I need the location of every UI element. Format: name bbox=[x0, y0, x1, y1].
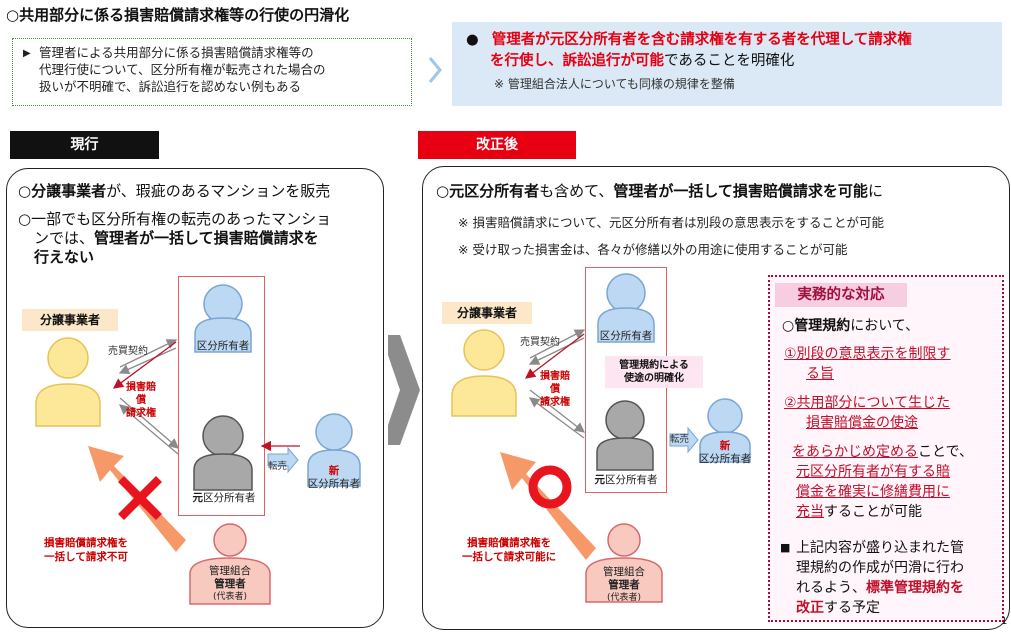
revised-former-owner-label: 元区分所有者 bbox=[594, 474, 658, 486]
new-owner-person-icon bbox=[307, 413, 361, 487]
revised-diagram-graphics bbox=[451, 273, 751, 603]
owner-person-icon bbox=[194, 284, 252, 353]
revised-owner-label: 区分所有者 bbox=[599, 330, 653, 342]
cross-icon bbox=[118, 476, 162, 520]
problem-box: ▶ 管理者による共用部分に係る損害賠償請求権等の 代理行使について、区分所有権が… bbox=[12, 38, 412, 106]
practical-title: 実務的な対応 bbox=[775, 283, 907, 307]
revised-ok-label: 損害賠償請求権を 一括して請求可能に bbox=[462, 537, 557, 563]
revised-note-1: ※ 損害賠償請求について、元区分所有者は別段の意思表示をすることが可能 bbox=[458, 215, 884, 230]
current-header: 現行 bbox=[10, 131, 159, 159]
problem-line-2: 代理行使について、区分所有権が転売された場合の bbox=[39, 62, 326, 77]
current-line-2: ○一部でも区分所有権の転売のあったマンショ bbox=[18, 210, 332, 228]
current-line-1: ○分譲事業者が、瑕疵のあるマンションを販売 bbox=[18, 182, 331, 200]
practical-bullet-line-3: れるよう、標準管理規約を bbox=[796, 580, 964, 596]
problem-line-3: 扱いが不明確で、訴訟追行を認めない例もある bbox=[39, 79, 302, 94]
revised-developer-tag: 分譲事業者 bbox=[442, 302, 532, 324]
revised-note-2: ※ 受け取った損害金は、各々が修繕以外の用途に使用することが可能 bbox=[458, 242, 848, 257]
practical-bullet-line-2: 理規約の作成が円滑に行わ bbox=[796, 560, 964, 576]
practical-bullet-line-4: 改正する予定 bbox=[796, 600, 880, 616]
practical-point-2-line-3: 償金を確実に修繕費用に bbox=[796, 484, 950, 500]
current-resale-label: 転売 bbox=[268, 461, 288, 472]
current-claim-label: 損害賠 償 請求権 bbox=[126, 382, 156, 419]
revised-clarify-tag: 管理規約による 使途の明確化 bbox=[605, 356, 703, 388]
revised-manager-label: 管理組合 管理者 (代表者) bbox=[603, 566, 645, 603]
revised-header: 改正後 bbox=[418, 131, 576, 159]
circle-ok-icon bbox=[528, 465, 572, 509]
current-owner-label: 区分所有者 bbox=[196, 340, 250, 352]
current-line-3: ンでは、管理者が一括して損害賠償請求を bbox=[34, 229, 319, 247]
current-former-owner-label: 元区分所有者 bbox=[192, 492, 256, 504]
current-new-owner-label: 新 区分所有者 bbox=[307, 465, 361, 490]
current-manager-label: 管理組合 管理者 (代表者) bbox=[209, 565, 251, 602]
revised-resale-label: 転売 bbox=[670, 434, 690, 445]
solution-bullet: ● bbox=[466, 32, 479, 48]
former-owner-person-icon bbox=[193, 415, 253, 491]
revised-developer-person-icon bbox=[451, 329, 517, 417]
problem-marker: ▶ bbox=[23, 48, 31, 59]
practical-item-2-line-2: 損害賠償金の使途 bbox=[806, 415, 918, 431]
solution-line-2-rest: であることを明確化 bbox=[664, 53, 795, 69]
manager-person-icon bbox=[189, 523, 271, 605]
practical-point-2-line-1: をあらかじめ定めることで、 bbox=[792, 444, 974, 460]
practical-bullet-line-1: 上記内容が盛り込まれた管 bbox=[796, 540, 964, 556]
practical-bullet-marker: ■ bbox=[780, 541, 791, 554]
practical-item-1-line-2: る旨 bbox=[806, 366, 834, 382]
revised-former-owner-person-icon bbox=[596, 400, 654, 471]
practical-point-1: ○管理規約において、 bbox=[782, 318, 920, 334]
current-developer-tag: 分譲事業者 bbox=[22, 309, 118, 331]
page-title: ○共用部分に係る損害賠償請求権等の行使の円滑化 bbox=[6, 6, 350, 24]
current-line-4: 行えない bbox=[34, 248, 95, 266]
revised-new-owner-person-icon bbox=[699, 398, 751, 463]
revised-line-1: ○元区分所有者も含めて、管理者が一括して損害賠償請求を可能に bbox=[436, 182, 883, 200]
page-number: 1 bbox=[1001, 616, 1008, 627]
developer-person-icon bbox=[35, 337, 101, 427]
solution-line-2-red: を行使し、訴訟追行が可能 bbox=[490, 53, 664, 69]
practical-box bbox=[768, 275, 1004, 622]
current-fail-label: 損害賠償請求権を 一括して請求不可 bbox=[44, 537, 128, 563]
revised-claim-label: 損害賠 償 請求権 bbox=[540, 371, 570, 408]
practical-point-2-line-4: 充当することが可能 bbox=[796, 504, 922, 520]
practical-item-1-line-1: ①別段の意思表示を制限す bbox=[784, 346, 951, 362]
practical-item-2-line-1: ②共用部分について生じた bbox=[784, 395, 951, 411]
revised-new-owner-label: 新 区分所有者 bbox=[698, 440, 752, 465]
transition-arrow-icon bbox=[388, 335, 420, 445]
solution-note: ※ 管理組合法人についても同様の規律を整備 bbox=[494, 77, 735, 91]
solution-line-1: 管理者が元区分所有者を含む請求権を有する者を代理して請求権 bbox=[491, 32, 912, 48]
chevron-right-icon bbox=[428, 57, 442, 83]
revised-manager-person-icon bbox=[585, 523, 663, 603]
current-sales-label: 売買契約 bbox=[108, 346, 148, 357]
practical-point-2-line-2: 元区分所有者が有する賠 bbox=[796, 464, 950, 480]
revised-owner-person-icon bbox=[597, 273, 655, 343]
current-owners-frame bbox=[178, 276, 265, 516]
problem-line-1: 管理者による共用部分に係る損害賠償請求権等の bbox=[39, 45, 314, 60]
revised-sales-label: 売買契約 bbox=[520, 337, 560, 348]
solution-box: ● 管理者が元区分所有者を含む請求権を有する者を代理して請求権 を行使し、訴訟追… bbox=[452, 22, 1002, 106]
